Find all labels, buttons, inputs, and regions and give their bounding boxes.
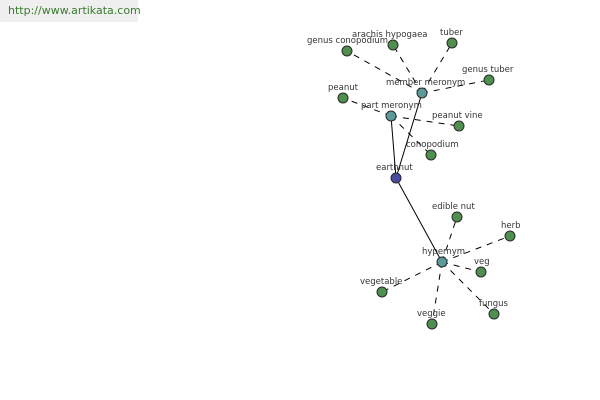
node-circle[interactable] xyxy=(446,37,458,49)
edges-layer xyxy=(342,42,511,325)
node-circle[interactable] xyxy=(426,318,438,330)
edge-member-meronym-to-tuber xyxy=(421,42,453,94)
node-label: genus conopodium xyxy=(307,36,388,46)
edge-earthnut-to-part-meronym xyxy=(390,115,397,179)
node-circle[interactable] xyxy=(453,120,465,132)
node-circle[interactable] xyxy=(451,211,463,223)
node-label: fungus xyxy=(479,299,509,309)
node-circle[interactable] xyxy=(483,74,495,86)
node-earthnut[interactable]: earthnut xyxy=(376,163,413,184)
node-label: hypernym xyxy=(422,247,465,257)
node-circle[interactable] xyxy=(376,286,388,298)
node-herb[interactable]: herb xyxy=(501,221,521,242)
node-label: conopodium xyxy=(406,140,458,150)
node-edible-nut[interactable]: edible nut xyxy=(432,202,475,223)
node-circle[interactable] xyxy=(425,149,437,161)
node-circle[interactable] xyxy=(416,87,428,99)
nodes-layer: earthnut member meronym part meronym hypern… xyxy=(307,28,521,330)
node-label: herb xyxy=(501,221,521,231)
node-label: arachis hypogaea xyxy=(352,30,428,40)
edge-part-meronym-to-peanut xyxy=(342,97,392,117)
node-hypernym[interactable]: hypernym xyxy=(422,247,465,268)
node-peanut-vine[interactable]: peanut vine xyxy=(432,111,483,132)
node-circle[interactable] xyxy=(390,172,402,184)
node-tuber[interactable]: tuber xyxy=(440,28,463,49)
edge-hypernym-to-herb xyxy=(441,235,511,263)
edge-member-meronym-to-genus-conopodium xyxy=(346,50,423,94)
edge-hypernym-to-fungus xyxy=(441,261,495,315)
node-circle[interactable] xyxy=(504,230,516,242)
node-label: peanut vine xyxy=(432,111,483,121)
site-url-watermark[interactable]: http://www.artikata.com xyxy=(0,0,141,22)
node-veggie[interactable]: veggie xyxy=(417,309,446,330)
node-fungus[interactable]: fungus xyxy=(479,299,509,320)
node-veg[interactable]: veg xyxy=(474,257,490,278)
node-member-meronym[interactable]: member meronym xyxy=(386,78,465,99)
node-label: earthnut xyxy=(376,163,413,173)
node-label: genus tuber xyxy=(462,65,514,75)
node-arachis-hypogaea[interactable]: arachis hypogaea xyxy=(352,30,428,51)
node-genus-tuber[interactable]: genus tuber xyxy=(462,65,514,86)
edge-earthnut-to-member-meronym xyxy=(395,92,423,179)
node-circle[interactable] xyxy=(337,92,349,104)
node-circle[interactable] xyxy=(436,256,448,268)
edge-member-meronym-to-arachis-hypogaea xyxy=(392,44,423,94)
node-circle[interactable] xyxy=(475,266,487,278)
edge-hypernym-to-veggie xyxy=(431,261,443,325)
edge-part-meronym-to-conopodium xyxy=(390,115,432,156)
node-label: part meronym xyxy=(361,101,422,111)
node-circle[interactable] xyxy=(387,39,399,51)
node-label: edible nut xyxy=(432,202,475,212)
node-label: veg xyxy=(474,257,490,267)
node-label: peanut xyxy=(328,83,359,93)
node-circle[interactable] xyxy=(385,110,397,122)
node-label: veggie xyxy=(417,309,446,319)
node-label: member meronym xyxy=(386,78,465,88)
node-label: vegetable xyxy=(360,277,402,287)
node-peanut[interactable]: peanut xyxy=(328,83,359,104)
node-genus-conopodium[interactable]: genus conopodium xyxy=(307,36,388,57)
edge-hypernym-to-edible-nut xyxy=(441,216,458,263)
node-vegetable[interactable]: vegetable xyxy=(360,277,402,298)
node-conopodium[interactable]: conopodium xyxy=(406,140,458,161)
node-circle[interactable] xyxy=(341,45,353,57)
node-label: tuber xyxy=(440,28,463,38)
node-part-meronym[interactable]: part meronym xyxy=(361,101,422,122)
node-circle[interactable] xyxy=(488,308,500,320)
edge-earthnut-to-hypernym xyxy=(395,177,443,263)
